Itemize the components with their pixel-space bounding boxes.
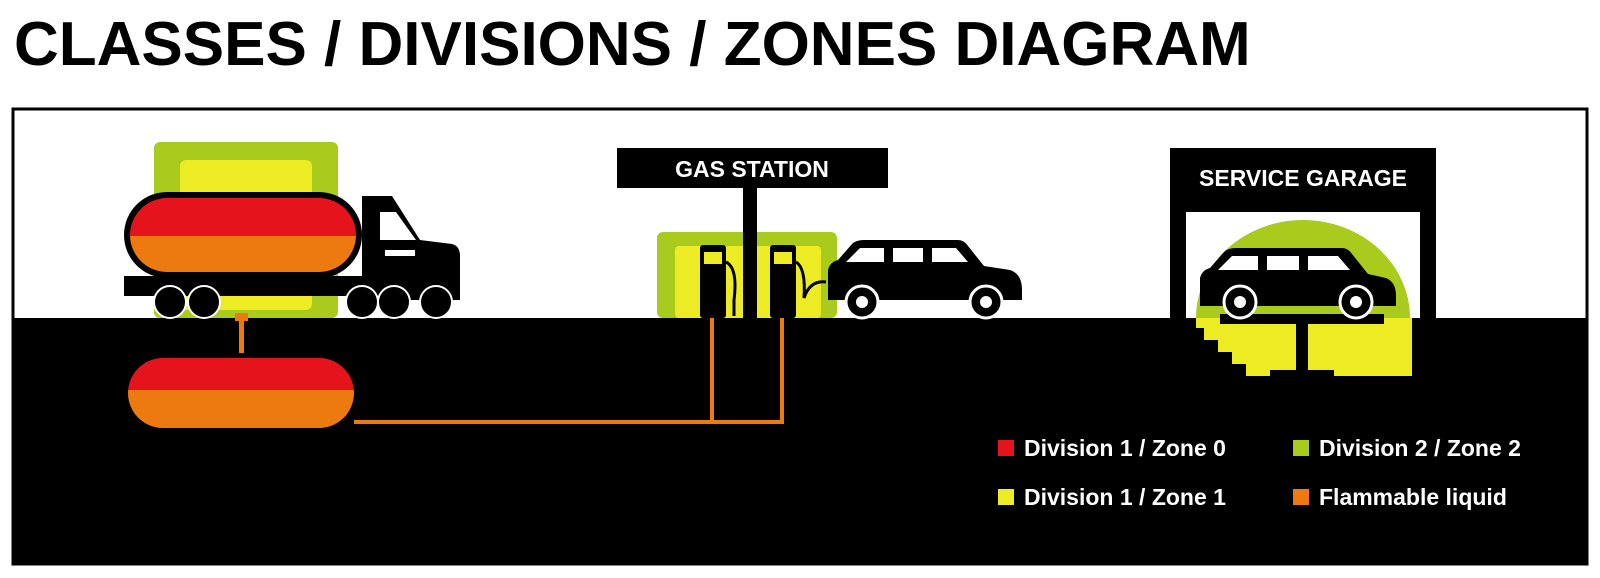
underground-zone-0 [128,358,354,390]
supply-pipe [354,318,784,424]
legend-label: Flammable liquid [1319,484,1507,510]
legend-swatch-red [998,440,1014,456]
canopy-column [743,186,757,318]
tanker-zone-0 [130,198,356,236]
legend-item-div1-zone1: Division 1 / Zone 1 [998,484,1226,510]
fuel-pump-icon [770,245,827,318]
underground-flammable-liquid [128,390,354,428]
underground-tank [123,353,359,433]
tanker-truck-icon [124,142,460,319]
legend-item-flammable: Flammable liquid [1293,484,1507,510]
fuel-pump-icon [700,245,737,318]
tanker-flammable-liquid [130,236,356,272]
legend-item-div2-zone2: Division 2 / Zone 2 [1293,435,1521,461]
gas-station: GAS STATION [617,148,888,318]
legend-label: Division 2 / Zone 2 [1319,435,1521,461]
car-lift-icon [1220,314,1384,376]
legend: Division 1 / Zone 0 Division 2 / Zone 2 … [998,435,1521,510]
gas-station-sign [617,148,888,188]
gas-station-sign-text: GAS STATION [675,156,829,182]
legend-swatch-green [1293,440,1309,456]
page-title: CLASSES / DIVISIONS / ZONES DIAGRAM [14,10,1251,79]
legend-label: Division 1 / Zone 0 [1024,435,1226,461]
legend-swatch-yellow [998,489,1014,505]
car-icon [1200,248,1396,320]
legend-swatch-orange [1293,489,1309,505]
legend-label: Division 1 / Zone 1 [1024,484,1226,510]
legend-item-div1-zone0: Division 1 / Zone 0 [998,435,1226,461]
service-garage-sign-text: SERVICE GARAGE [1199,165,1407,191]
service-garage: SERVICE GARAGE [1170,148,1436,376]
car-icon [828,240,1022,320]
